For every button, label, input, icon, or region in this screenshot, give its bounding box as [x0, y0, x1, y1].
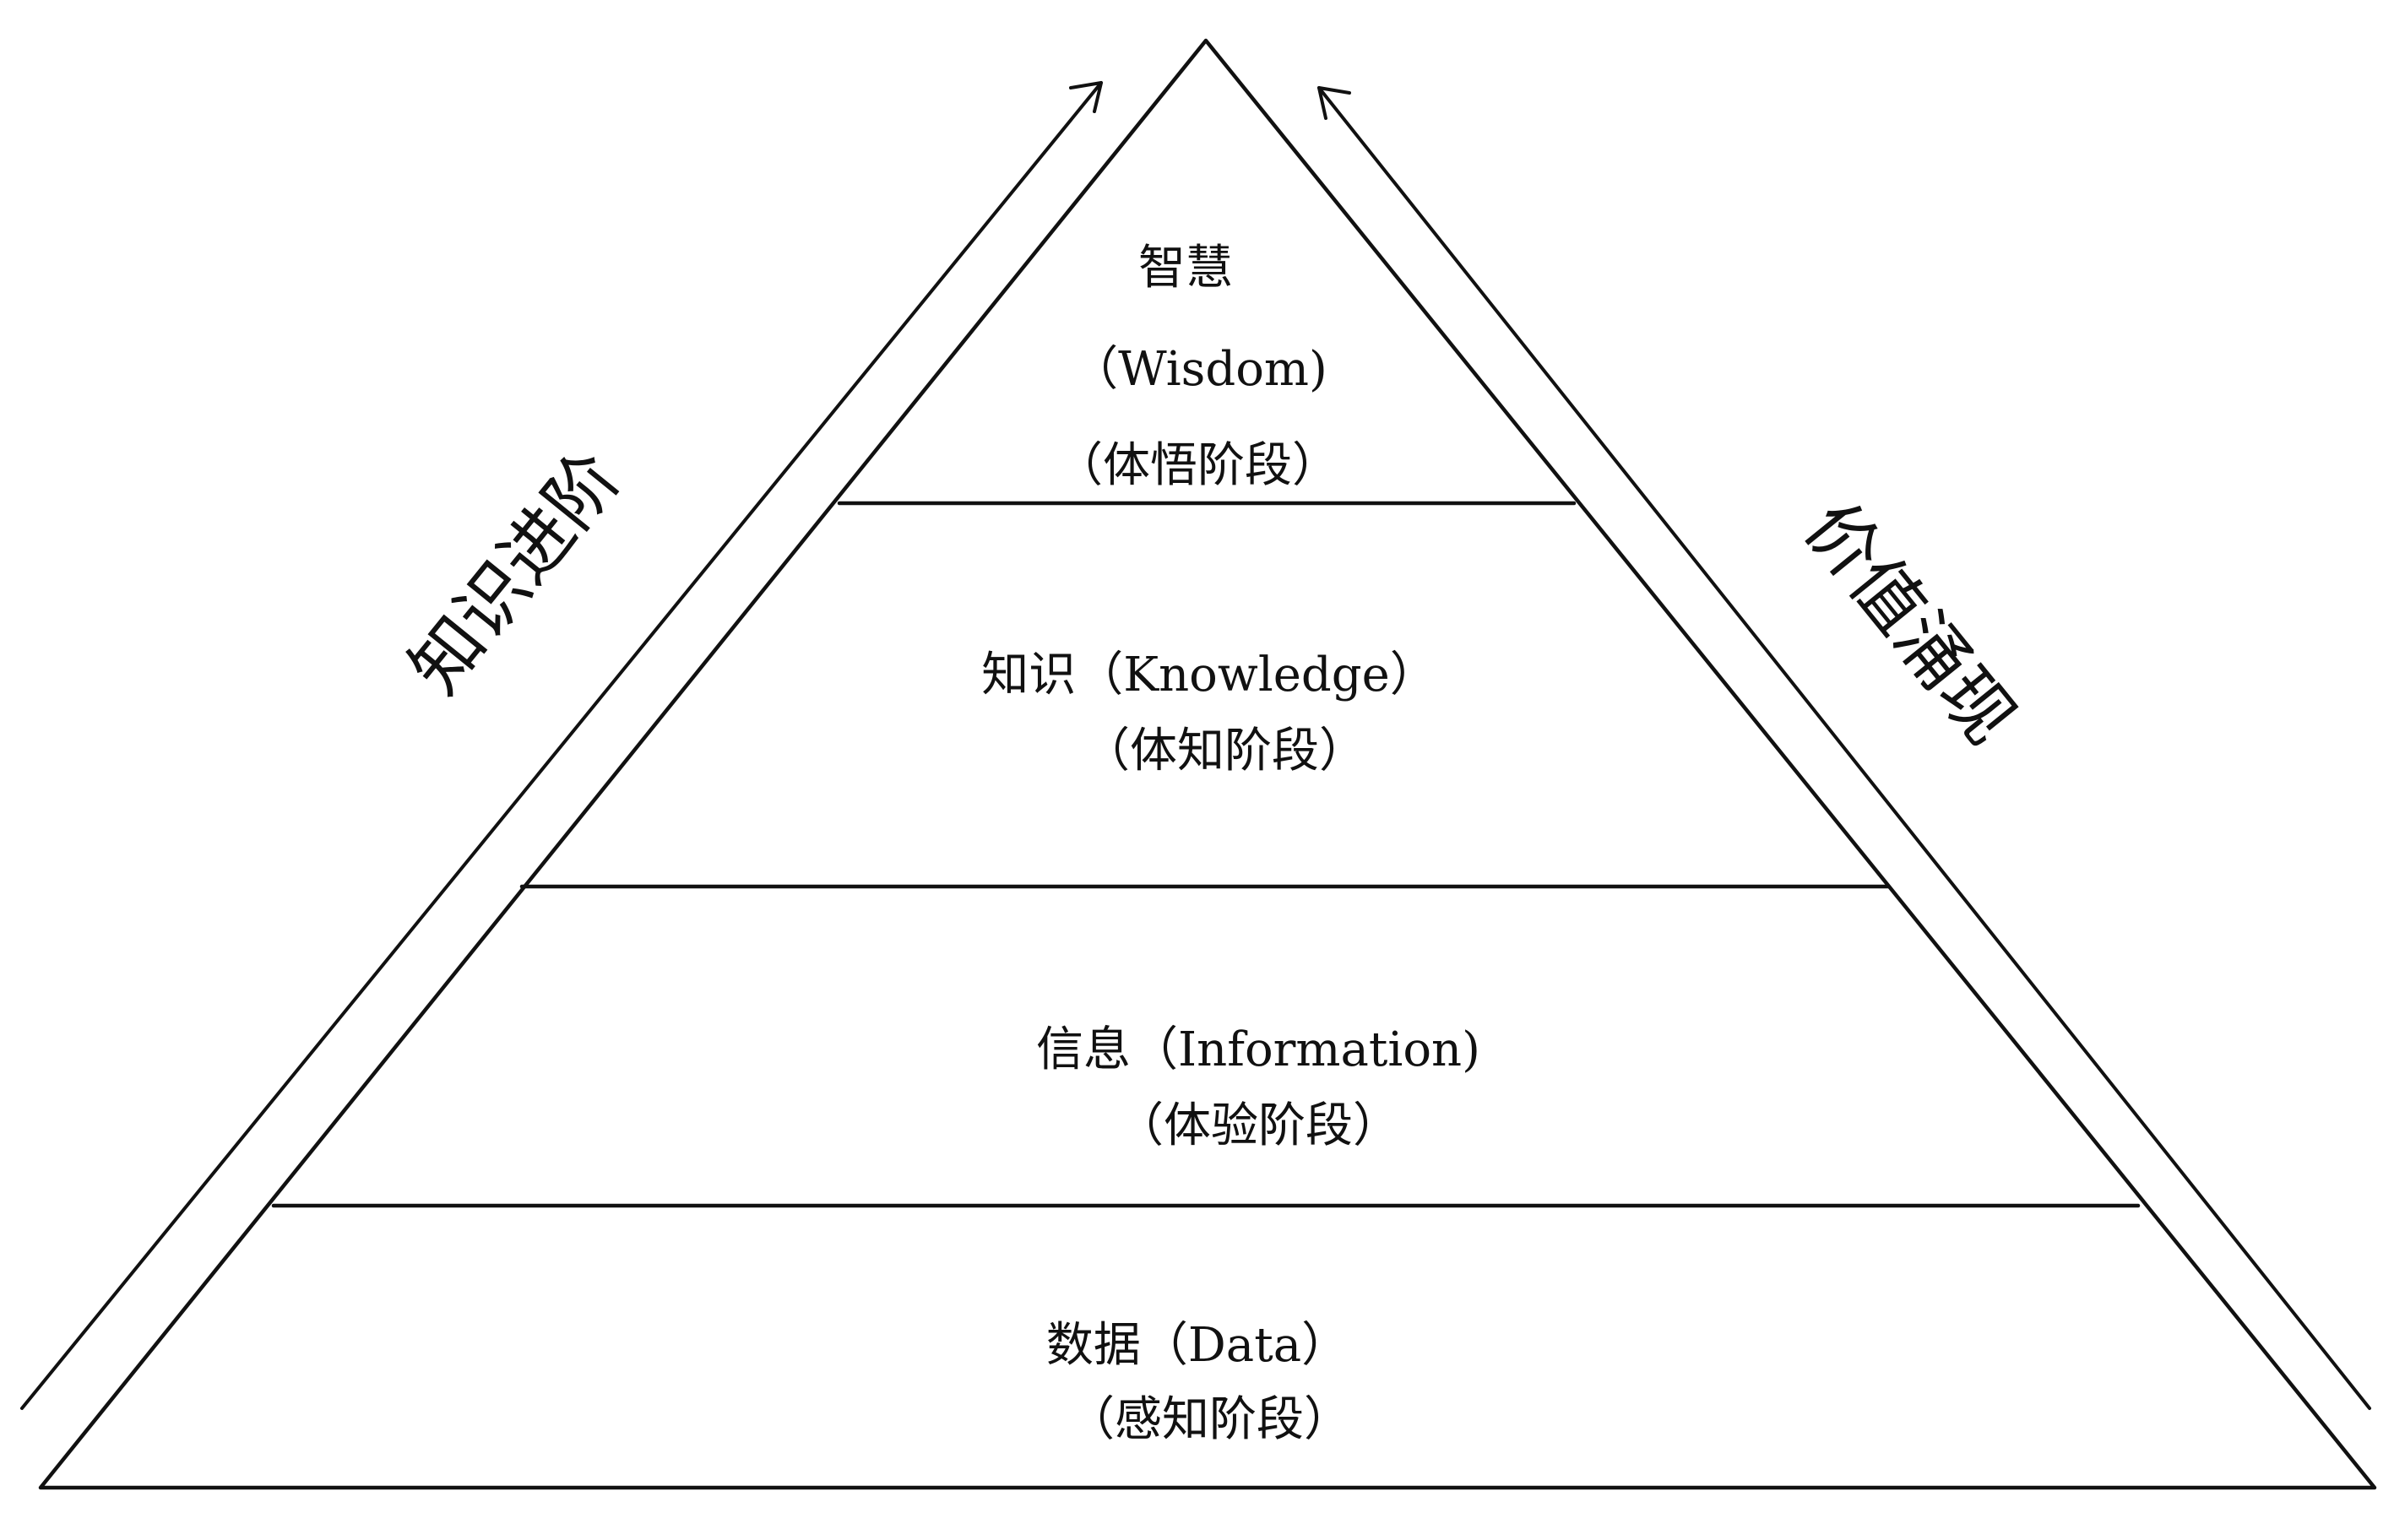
wisdom-english: （Wisdom) [1071, 342, 1327, 397]
layer-data: 数据（Data） （感知阶段） [1046, 1318, 1351, 1447]
right-progress-arrow [1317, 86, 2371, 1410]
knowledge-stage: （体知阶段） [1083, 724, 1366, 778]
data-stage: （感知阶段） [1067, 1392, 1351, 1447]
wisdom-stage: （体悟阶段） [1056, 438, 1339, 493]
layer-knowledge: 知识（Knowledge） （体知阶段） [981, 648, 1436, 778]
left-progress-arrow [20, 81, 1103, 1410]
knowledge-title: 知识（Knowledge） [981, 648, 1436, 702]
information-title: 信息（Information) [1036, 1022, 1480, 1077]
right-arrow-shaft [1317, 86, 2371, 1410]
wisdom-title: 智慧 [1138, 241, 1233, 296]
layer-wisdom: 智慧 （Wisdom) （体悟阶段） [1056, 241, 1339, 493]
left-arrowhead [1069, 81, 1103, 113]
left-arrow-shaft [20, 81, 1103, 1410]
left-arrow-label: 知识进阶 [394, 437, 637, 709]
information-stage: （体验阶段） [1116, 1098, 1400, 1153]
pyramid-outline [38, 38, 2377, 1490]
data-title: 数据（Data） [1046, 1318, 1349, 1373]
layer-information: 信息（Information) （体验阶段） [1036, 1022, 1480, 1153]
right-arrow-label: 价值涌现 [1789, 487, 2032, 760]
right-arrowhead [1317, 86, 1351, 120]
